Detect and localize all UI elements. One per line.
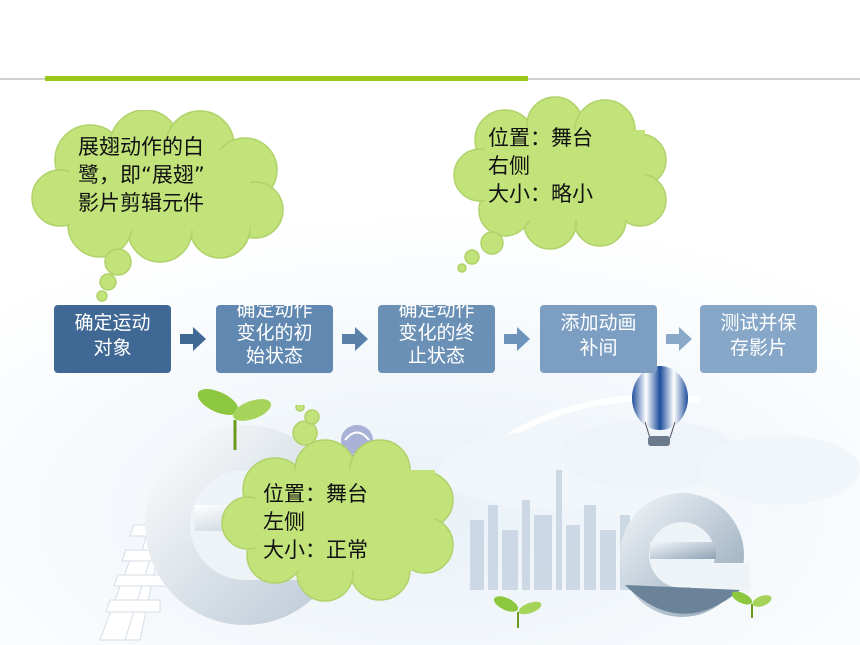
sprout-icon bbox=[731, 591, 772, 618]
arrow-right-icon bbox=[666, 327, 692, 351]
hot-air-balloon-icon bbox=[632, 366, 688, 446]
arrow-right-icon bbox=[504, 327, 530, 351]
callout-text-top-right: 位置：舞台 右侧 大小：略小 bbox=[488, 126, 593, 206]
header-accent-bar bbox=[45, 76, 528, 81]
arrow-right-icon bbox=[342, 327, 368, 351]
callout-text-bottom: 位置：舞台 左侧 大小：正常 bbox=[263, 482, 368, 562]
city-skyline bbox=[470, 470, 630, 590]
step-label: 测试并保 存影片 bbox=[720, 312, 797, 359]
step-select-object: 确定运动 对象 bbox=[54, 305, 171, 373]
sprout-icon bbox=[197, 389, 272, 450]
arrow-right-icon bbox=[180, 327, 206, 351]
step-test-save: 测试并保 存影片 bbox=[700, 305, 817, 373]
step-final-state: 确定动作 变化的终 止状态 bbox=[378, 305, 495, 373]
step-label: 确定运动 对象 bbox=[74, 312, 151, 359]
step-initial-state: 确定动作 变化的初 始状态 bbox=[216, 305, 333, 373]
callout-text-top-left: 展翅动作的白 鹭，即“展翅” 影片剪辑元件 bbox=[78, 135, 205, 215]
cloud-callout-top-left bbox=[31, 110, 284, 302]
letter-e-sculpture-small bbox=[620, 493, 750, 617]
step-label: 确定动作 变化的终 止状态 bbox=[398, 305, 475, 367]
step-label: 确定动作 变化的初 始状态 bbox=[236, 305, 313, 367]
cloud-callout-top-right bbox=[453, 96, 667, 273]
cloud-callout-bottom bbox=[221, 405, 454, 602]
sprout-icon bbox=[493, 596, 542, 628]
step-label: 添加动画 补间 bbox=[560, 312, 637, 359]
step-add-tween: 添加动画 补间 bbox=[540, 305, 657, 373]
